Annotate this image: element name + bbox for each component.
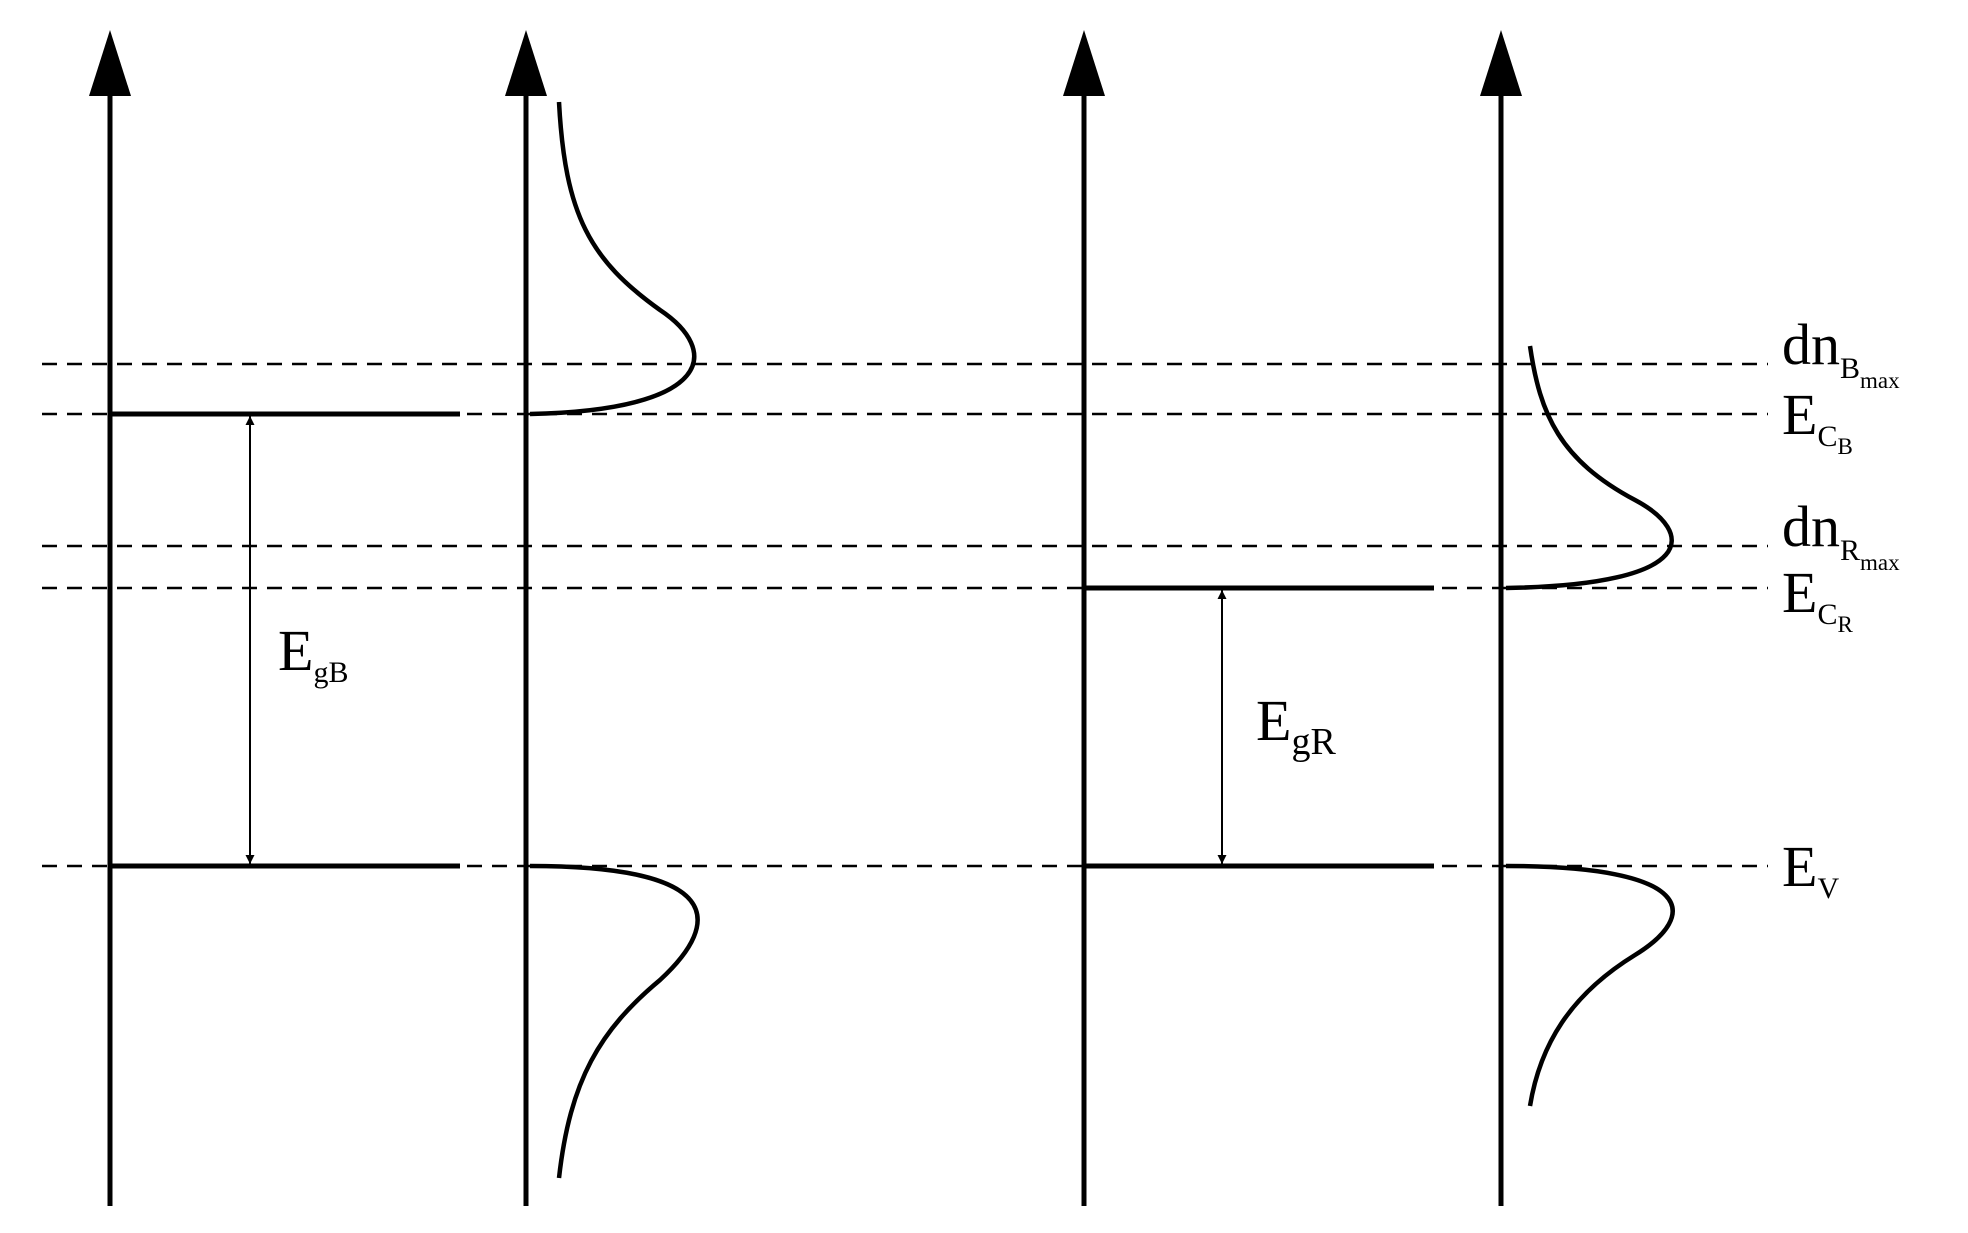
label-ec-b: ECB <box>1782 382 1853 459</box>
label-eg-r: EgR <box>1256 688 1336 763</box>
dos-conduction-curve-r <box>1505 345 1674 591</box>
axis-1 <box>89 30 131 1206</box>
label-ec-r: ECR <box>1782 560 1853 637</box>
axis-2 <box>505 30 547 1206</box>
label-ev: EV <box>1782 834 1839 905</box>
dos-conduction-curve-b <box>529 101 697 417</box>
dos-valence-curve-b <box>529 863 700 1179</box>
axis-3 <box>1063 30 1105 1206</box>
dos-valence-curve-r <box>1505 863 1675 1107</box>
label-dn-r-max: dnRmax <box>1782 494 1900 575</box>
label-dn-b-max: dnBmax <box>1782 312 1900 393</box>
axis-4 <box>1480 30 1522 1206</box>
label-eg-b: EgB <box>278 618 348 689</box>
